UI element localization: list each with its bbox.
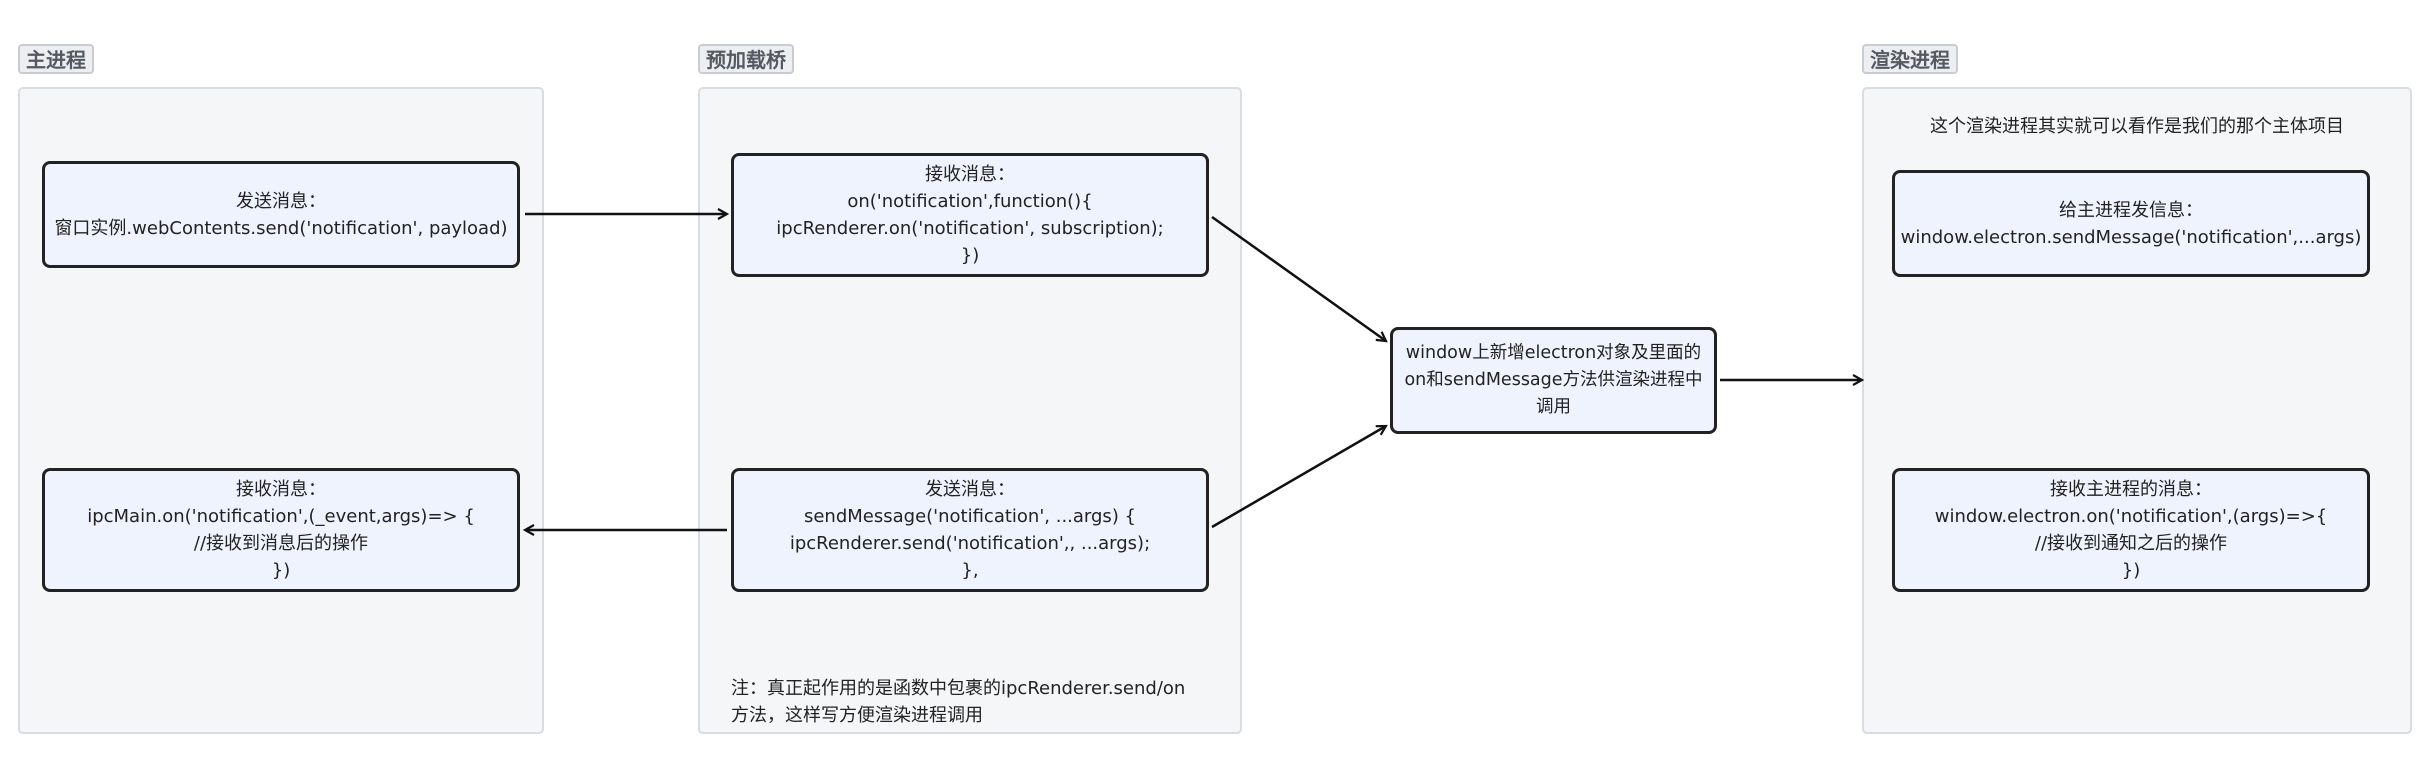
node-line: sendMessage('notification', ...args) {	[803, 506, 1137, 527]
node-line: })	[960, 245, 980, 266]
preload-note-line: 方法，这样写方便渲染进程调用	[731, 705, 983, 726]
node-line: on('notification',function(){	[847, 191, 1093, 212]
lane-title-main: 主进程	[18, 44, 94, 74]
node-line: //接收到通知之后的操作	[2034, 533, 2228, 554]
node-line: 窗口实例.webContents.send('notification', pa…	[54, 217, 508, 239]
preload-note-line: 注：真正起作用的是函数中包裹的ipcRenderer.send/on	[731, 678, 1186, 699]
node-line: 接收消息：	[925, 164, 1015, 185]
renderer-receive-node[interactable]: 接收主进程的消息： window.electron.on('notificati…	[1892, 468, 2370, 592]
node-line: window.electron.sendMessage('notificatio…	[1900, 226, 2362, 248]
node-line: //接收到消息后的操作	[193, 533, 369, 554]
node-line: 发送消息：	[925, 479, 1015, 500]
lane-title-renderer: 渲染进程	[1862, 44, 1958, 74]
main-receive-node[interactable]: 接收消息： ipcMain.on('notification',(_event,…	[42, 468, 520, 592]
node-line: window上新增electron对象及里面的	[1405, 343, 1702, 363]
node-line: })	[271, 560, 291, 581]
preload-note: 注：真正起作用的是函数中包裹的ipcRenderer.send/on 方法，这样…	[731, 675, 1185, 729]
node-line: 接收消息：	[236, 479, 326, 500]
bridge-node[interactable]: window上新增electron对象及里面的 on和sendMessage方法…	[1390, 327, 1717, 434]
node-line: 发送消息：	[236, 190, 326, 212]
arrow-preload-receive-to-bridge	[1211, 215, 1386, 341]
lane-title-preload: 预加载桥	[698, 44, 794, 74]
renderer-send-node[interactable]: 给主进程发信息： window.electron.sendMessage('no…	[1892, 170, 2370, 277]
preload-receive-node[interactable]: 接收消息： on('notification',function(){ ipcR…	[731, 153, 1209, 277]
node-line: ipcRenderer.send('notification',, ...arg…	[789, 533, 1151, 554]
node-line: on和sendMessage方法供渲染进程中	[1404, 370, 1703, 390]
preload-send-node[interactable]: 发送消息： sendMessage('notification', ...arg…	[731, 468, 1209, 592]
node-line: window.electron.on('notification',(args)…	[1934, 506, 2328, 527]
arrow-preload-send-to-bridge	[1211, 426, 1386, 529]
node-line: })	[2121, 560, 2141, 581]
node-line: },	[961, 560, 979, 581]
node-line: ipcRenderer.on('notification', subscript…	[776, 218, 1164, 239]
main-send-node[interactable]: 发送消息： 窗口实例.webContents.send('notificatio…	[42, 161, 520, 268]
node-line: 给主进程发信息：	[2059, 199, 2203, 221]
node-line: 调用	[1536, 397, 1571, 417]
node-line: 接收主进程的消息：	[2050, 479, 2212, 500]
node-line: ipcMain.on('notification',(_event,args)=…	[87, 506, 475, 527]
renderer-note: 这个渲染进程其实就可以看作是我们的那个主体项目	[1930, 116, 2344, 137]
